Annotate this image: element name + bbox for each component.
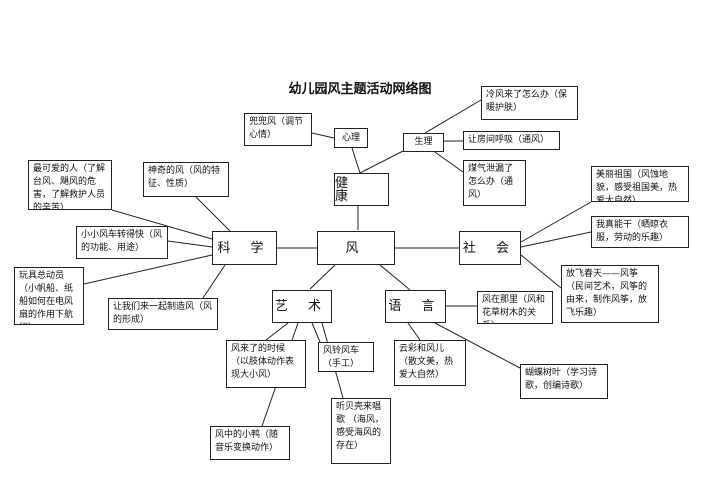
health-physiology: 生理 [403,133,444,152]
health-psychology: 心理 [334,128,368,148]
art-shell-sing: 听贝壳来唱歌 （海风，感受海风的存在） [331,398,391,464]
art-duckling: 风中的小鸭（随音乐变换动作） [210,426,290,460]
society-motherland: 美丽祖国（风蚀地貌，感受祖国美，热爱大自然） [591,166,689,202]
language-wind-where: 风在那里（风和花草树木的关系） [477,291,553,324]
domain-health: 健 康 [334,173,389,206]
domain-society: 社 会 [459,231,521,265]
domain-art: 艺 术 [272,290,332,323]
domain-science: 科 学 [212,231,277,265]
domain-language: 语 言 [385,290,446,323]
health-room-breathe: 让房间呼吸（通风） [463,131,560,150]
art-wind-comes: 风来了的时候（以肢体动作表现大小风） [226,340,306,388]
art-pinwheel-craft: 风铃风车（手工） [318,342,374,372]
science-make-wind: 让我们来一起制造风（风的形成） [108,298,218,330]
science-magic-wind: 神奇的风（风的特征、性质） [143,162,229,197]
diagram-title: 幼儿园风主题活动网络图 [288,82,432,97]
language-clouds: 云彩和风儿（散文美，热爱大自然） [394,340,466,386]
science-pinwheel: 小小风车转得快（风的功能、用途） [76,226,168,259]
health-huhu-wind: 兜兜风（调节心情） [244,113,312,146]
health-gas-leak: 煤气泄漏了怎么办（通风） [463,160,526,206]
health-cold-wind: 冷风来了怎么办（保暖护肤） [481,86,578,120]
center-node: 风 [317,231,395,265]
society-kite: 放飞春天——风筝（民间艺术，风筝的由来，制作风筝，放飞乐趣） [561,265,659,323]
language-butterfly: 蝴蝶树叶（学习诗歌，创编诗歌） [520,364,608,399]
science-cute-person: 最可爱的人（了解台风、飓风的危害，了解救护人员的辛苦） [28,160,112,210]
society-capable: 我真能干（晒晾衣服，劳动的乐趣） [591,216,689,248]
science-toy-mobilize: 玩具总动员（小帆船、纸船如何在电风扇的作用下航行） [14,267,84,325]
